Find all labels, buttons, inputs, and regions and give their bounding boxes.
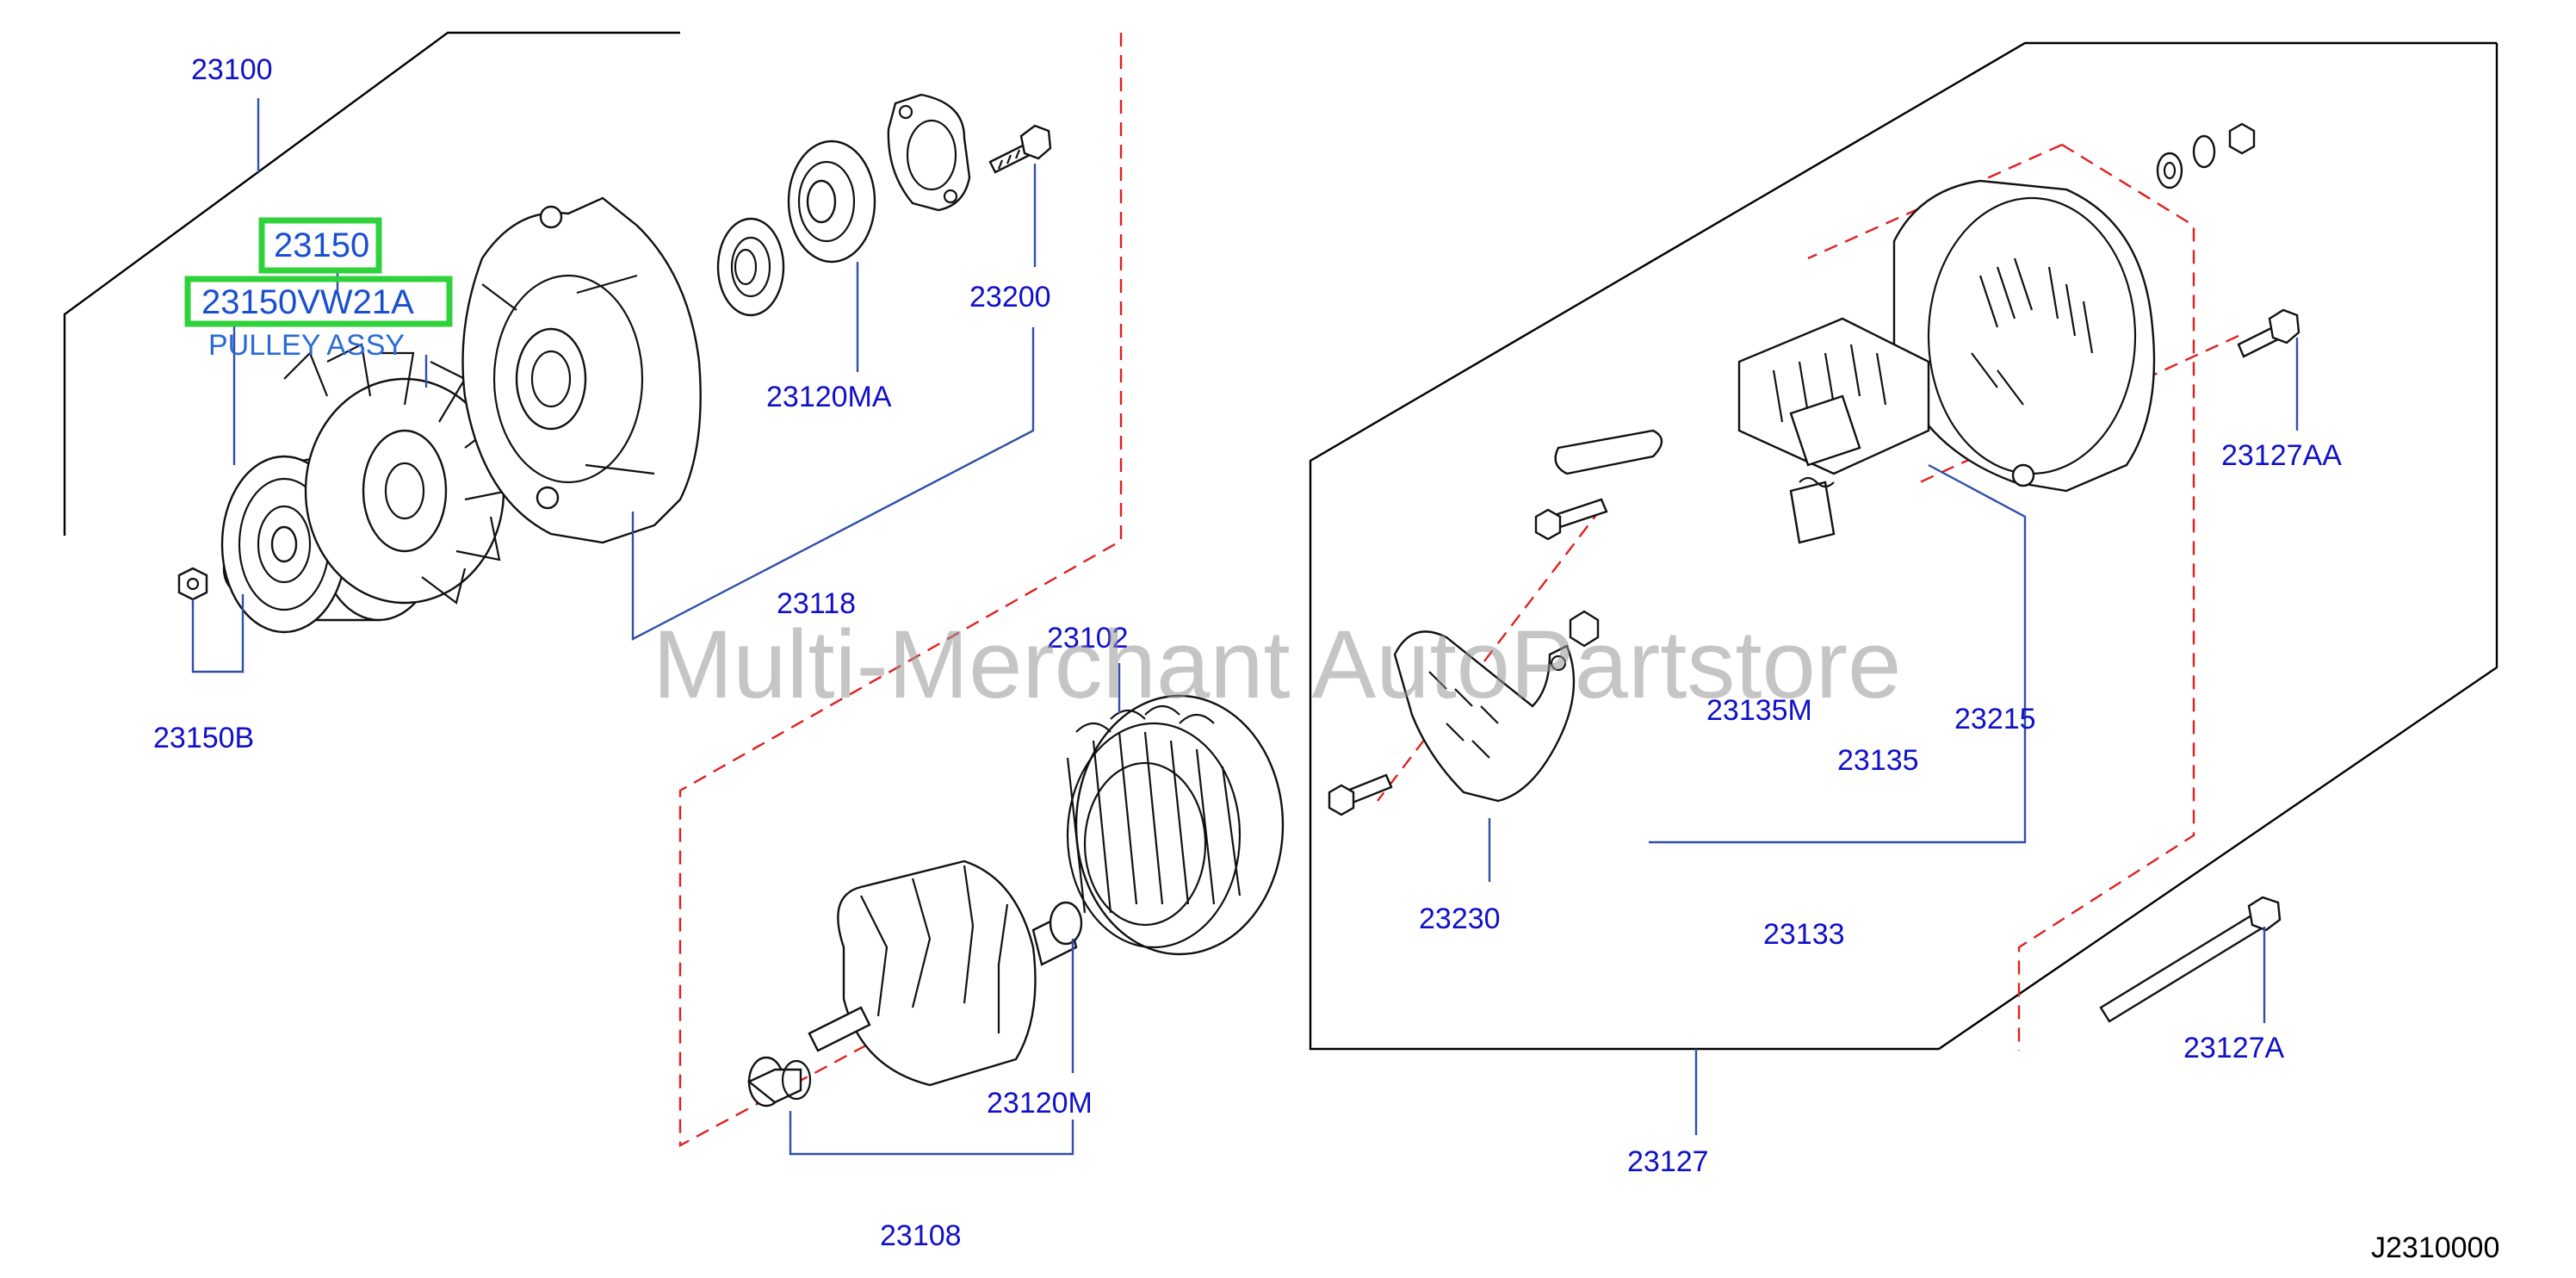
rotor-spacer-part bbox=[746, 1056, 812, 1107]
highlight-box-23150 bbox=[258, 217, 382, 274]
part-name-pulley-assy: PULLEY ASSY bbox=[208, 329, 405, 362]
leader-23108 bbox=[789, 1111, 1074, 1156]
callout-23127a[interactable]: 23127A bbox=[2183, 1032, 2285, 1064]
rotor-part bbox=[808, 859, 1083, 1087]
rectifier-part bbox=[1393, 630, 1576, 803]
dashed-line-center bbox=[1377, 507, 1602, 802]
callout-23120ma[interactable]: 23120MA bbox=[766, 381, 892, 413]
figure-code: J2310000 bbox=[2371, 1231, 2499, 1264]
callout-23135m[interactable]: 23135M bbox=[1706, 694, 1812, 727]
rear-housing-part bbox=[1892, 179, 2156, 493]
front-bearing-part bbox=[787, 140, 876, 264]
pulley-nut-part bbox=[177, 567, 208, 601]
callout-23102[interactable]: 23102 bbox=[1047, 622, 1129, 655]
callout-23200[interactable]: 23200 bbox=[969, 281, 1051, 313]
voltage-regulator-part bbox=[1737, 317, 1930, 475]
front-screw-part bbox=[988, 124, 1052, 174]
watermark-text: Multi-Merchant AutoPartstore bbox=[653, 611, 1901, 718]
cooling-fan-part bbox=[283, 343, 510, 605]
seal-ring-part bbox=[716, 217, 785, 317]
callout-23133[interactable]: 23133 bbox=[1763, 918, 1845, 951]
callout-23230[interactable]: 23230 bbox=[1419, 903, 1501, 935]
through-bolt-part bbox=[2099, 896, 2282, 1023]
callout-23108[interactable]: 23108 bbox=[880, 1219, 962, 1252]
leader-23118 bbox=[631, 327, 1035, 641]
rear-washer-part bbox=[2156, 134, 2216, 189]
callout-23215[interactable]: 23215 bbox=[1954, 703, 2036, 735]
brush-part bbox=[1789, 476, 1836, 544]
leader-23133 bbox=[1649, 463, 2027, 844]
callout-23118[interactable]: 23118 bbox=[777, 587, 856, 620]
regulator-screw-part bbox=[1534, 498, 1608, 541]
assembly-frame-right bbox=[1309, 41, 2499, 1051]
assembly-frame-left bbox=[63, 31, 680, 536]
rear-nut-part bbox=[2228, 122, 2256, 155]
callout-23120m[interactable]: 23120M bbox=[987, 1087, 1093, 1120]
callout-23150[interactable]: 23150 bbox=[274, 226, 369, 264]
bearing-retainer-part bbox=[887, 93, 971, 212]
callout-23127[interactable]: 23127 bbox=[1627, 1145, 1709, 1178]
rectifier-screw-part bbox=[1328, 773, 1393, 816]
dashed-frame-rear-housing bbox=[2017, 143, 2195, 1051]
leader-23150b bbox=[191, 594, 245, 673]
callout-23150vw21a[interactable]: 23150VW21A bbox=[201, 283, 414, 321]
terminal-nut-part bbox=[1569, 610, 1600, 648]
highlight-box-23150vw21a bbox=[184, 276, 453, 327]
rear-bolt-part bbox=[2237, 308, 2300, 358]
callout-23127aa[interactable]: 23127AA bbox=[2221, 439, 2342, 472]
stator-part bbox=[1066, 694, 1285, 956]
terminal-plate-part bbox=[1554, 429, 1663, 475]
callout-23150b[interactable]: 23150B bbox=[153, 722, 254, 754]
front-housing-part bbox=[461, 196, 702, 544]
callout-23135[interactable]: 23135 bbox=[1837, 744, 1919, 777]
callout-23100[interactable]: 23100 bbox=[191, 53, 273, 86]
